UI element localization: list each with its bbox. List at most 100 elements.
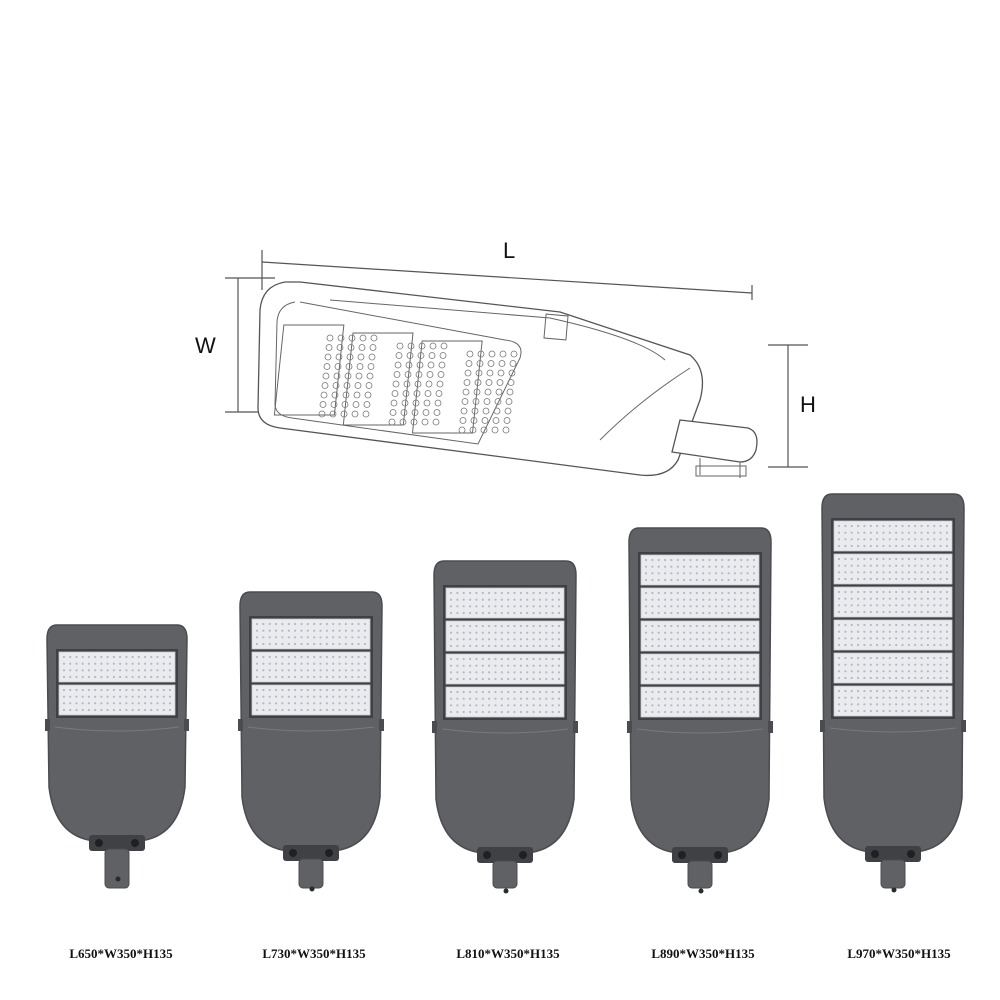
led-dot	[275, 629, 278, 632]
led-dot	[338, 708, 341, 712]
led-dot	[125, 688, 128, 692]
led-dot	[876, 670, 879, 673]
led-dot	[945, 656, 949, 660]
led-dot	[920, 571, 923, 574]
sketch-led-dot	[362, 410, 370, 418]
led-dot	[551, 690, 554, 694]
led-dot	[156, 695, 159, 698]
led-dot	[670, 704, 673, 707]
led-dot	[94, 702, 97, 705]
led-dot	[319, 675, 322, 679]
led-dot	[740, 624, 743, 628]
led-dot	[876, 604, 879, 607]
led-dot	[644, 697, 648, 700]
led-dot	[488, 710, 491, 714]
led-dot	[708, 671, 711, 674]
led-dot	[338, 662, 341, 665]
led-dot	[933, 538, 936, 541]
led-dot	[481, 697, 484, 700]
led-dot	[456, 591, 459, 595]
bolt-icon	[483, 851, 491, 859]
led-dot	[746, 631, 749, 634]
led-dot	[319, 622, 322, 626]
led-dot	[945, 623, 949, 627]
led-dot	[670, 677, 673, 681]
led-dot	[850, 538, 853, 541]
led-dot	[651, 690, 654, 694]
mount-bracket	[865, 846, 921, 862]
sketch-led-dot	[330, 401, 338, 408]
led-dot	[306, 636, 309, 639]
led-dot	[294, 702, 297, 705]
led-dot	[513, 624, 516, 628]
led-dot	[708, 704, 711, 707]
led-dot	[857, 604, 860, 607]
led-dot	[844, 524, 847, 528]
led-dot	[664, 605, 667, 608]
led-dot	[895, 676, 898, 680]
led-dot	[876, 538, 879, 541]
led-dot	[545, 664, 548, 667]
led-dot	[519, 710, 523, 714]
model-labels: L650*W350*H135 L730*W350*H135 L810*W350*…	[69, 946, 951, 961]
led-dot	[644, 624, 648, 628]
led-dot	[882, 544, 885, 548]
led-dot	[449, 697, 453, 700]
led-dot	[449, 644, 453, 648]
led-dot	[695, 591, 698, 595]
led-dot	[488, 638, 491, 641]
led-dot	[551, 657, 554, 661]
led-dot	[513, 657, 516, 661]
led-dot	[926, 531, 930, 534]
led-dot	[469, 690, 472, 694]
led-dot	[876, 676, 879, 680]
led-dot	[313, 669, 316, 672]
led-dot	[545, 638, 548, 641]
led-dot	[901, 538, 904, 541]
led-dot	[882, 597, 885, 600]
sketch-led-dot	[496, 379, 504, 386]
led-dot	[945, 670, 949, 673]
led-dot	[545, 657, 548, 661]
led-dot	[332, 688, 335, 692]
led-dot	[863, 623, 866, 627]
led-dot	[837, 637, 841, 640]
led-dot	[907, 703, 911, 706]
led-dot	[557, 677, 561, 681]
led-dot	[888, 643, 891, 647]
led-dot	[69, 702, 72, 705]
sketch-led-dot	[369, 344, 377, 351]
led-dot	[75, 688, 78, 692]
led-dot	[551, 710, 554, 714]
led-module	[833, 553, 953, 585]
led-dot	[81, 662, 84, 665]
led-module	[445, 686, 565, 718]
led-dot	[752, 572, 756, 575]
led-dot	[275, 642, 278, 646]
led-dot	[721, 611, 724, 615]
led-dot	[863, 571, 866, 574]
led-dot	[702, 598, 705, 601]
sketch-led-dot	[413, 390, 421, 397]
led-dot	[287, 662, 290, 665]
led-dot	[488, 690, 491, 694]
led-dot	[557, 598, 561, 601]
led-dot	[513, 644, 516, 648]
led-dot	[676, 591, 679, 595]
led-dot	[888, 531, 891, 534]
led-dot	[901, 604, 904, 607]
led-dot	[683, 624, 686, 628]
led-dot	[519, 644, 523, 648]
led-dot	[727, 644, 730, 648]
led-dot	[75, 662, 78, 665]
led-dot	[695, 657, 698, 661]
led-dot	[689, 624, 692, 628]
led-dot	[94, 662, 97, 665]
led-dot	[676, 578, 679, 582]
led-dot	[939, 703, 942, 706]
led-dot	[112, 695, 115, 698]
led-dot	[538, 624, 542, 628]
led-dot	[895, 709, 898, 713]
sketch-led-dot	[343, 382, 351, 389]
led-dot	[683, 677, 686, 681]
